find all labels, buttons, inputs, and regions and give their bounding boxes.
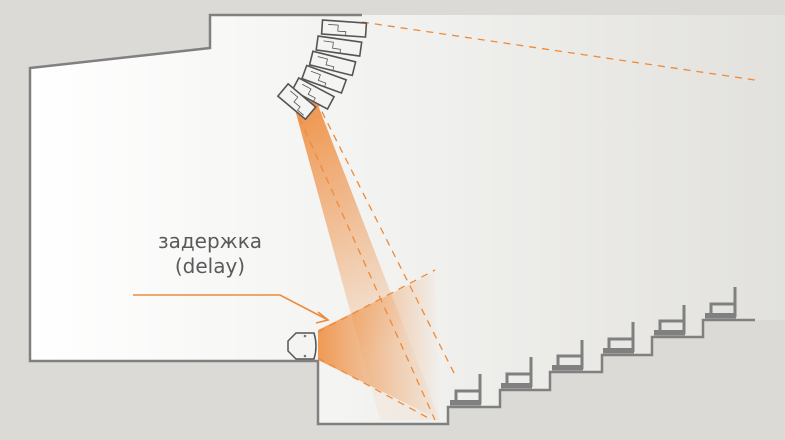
seat-row-1 — [450, 374, 482, 406]
seat-row-5 — [654, 305, 686, 336]
delay-label: задержка (delay) — [140, 229, 280, 279]
delay-beam — [318, 272, 440, 420]
floor-mass — [318, 320, 785, 440]
seat-row-6 — [705, 287, 737, 319]
coverage-dashed-lines — [293, 21, 756, 421]
seat-row-4 — [603, 322, 635, 354]
delay-label-en: (delay) — [174, 254, 246, 278]
room-interior — [30, 15, 785, 440]
seat-row-2 — [501, 357, 533, 389]
seating-rows — [450, 287, 737, 406]
delay-arrow — [133, 294, 330, 324]
delay-speaker — [287, 332, 317, 360]
line-array-speaker — [276, 19, 368, 121]
seat-row-3 — [552, 340, 584, 371]
room-outline — [28, 13, 755, 426]
delay-label-ru: задержка — [157, 229, 263, 253]
